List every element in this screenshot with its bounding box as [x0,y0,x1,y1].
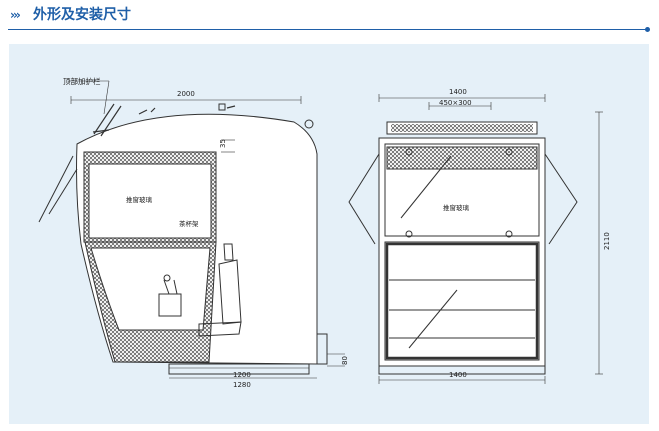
header-divider [8,29,647,30]
dim-1280: 1280 [233,381,251,389]
front-lower-window-inner [385,242,539,360]
side-view [38,103,328,375]
divider-dot [645,27,650,32]
front-upper-window [384,143,540,237]
front-wiper-arm [400,155,452,219]
cab-drawing: 顶部加护栏 2000 35 推窗玻璃 茶杯架 1200 1280 80 [38,76,611,389]
lower-window-glass [90,247,211,331]
front-brace-right [544,153,578,245]
side-strut-left-2 [48,168,78,215]
dim-1200: 1200 [233,371,251,379]
top-rail [92,103,236,137]
front-brace-left [348,153,380,245]
front-lower-strut [408,289,458,349]
dim-hatch: 450×300 [439,99,472,107]
dim-35: 35 [219,139,227,148]
chevron-icon: ››› [10,8,21,22]
front-dimensions [378,94,603,384]
operator-seat [198,243,242,337]
door-hinge-top [218,103,226,111]
front-view [348,121,578,375]
front-base [378,365,546,375]
front-lower-window [384,241,540,361]
section-title: 外形及安装尺寸 [33,7,131,23]
front-upper-mesh [386,146,538,170]
label-push-glass-side: 推窗玻璃 [126,195,153,204]
side-dimensions [69,80,345,379]
side-strut-left [38,155,74,223]
dim-height: 2110 [603,232,611,250]
dim-side-width: 2000 [177,90,195,98]
label-push-glass-front: 推窗玻璃 [443,203,470,212]
dim-front-bottom: 1400 [449,371,467,379]
label-cup-holder: 茶杯架 [179,219,199,228]
cab-rear-step [317,333,328,365]
dim-80: 80 [341,356,349,365]
upper-window-glass [88,163,212,239]
cab-base [168,363,310,375]
section-header: ››› 外形及安装尺寸 [0,0,659,40]
roof-ring [304,119,314,129]
label-top-rail: 顶部加护栏 [63,76,101,86]
front-outer-frame [378,137,546,367]
dim-front-top: 1400 [449,88,467,96]
control-console [158,274,182,317]
